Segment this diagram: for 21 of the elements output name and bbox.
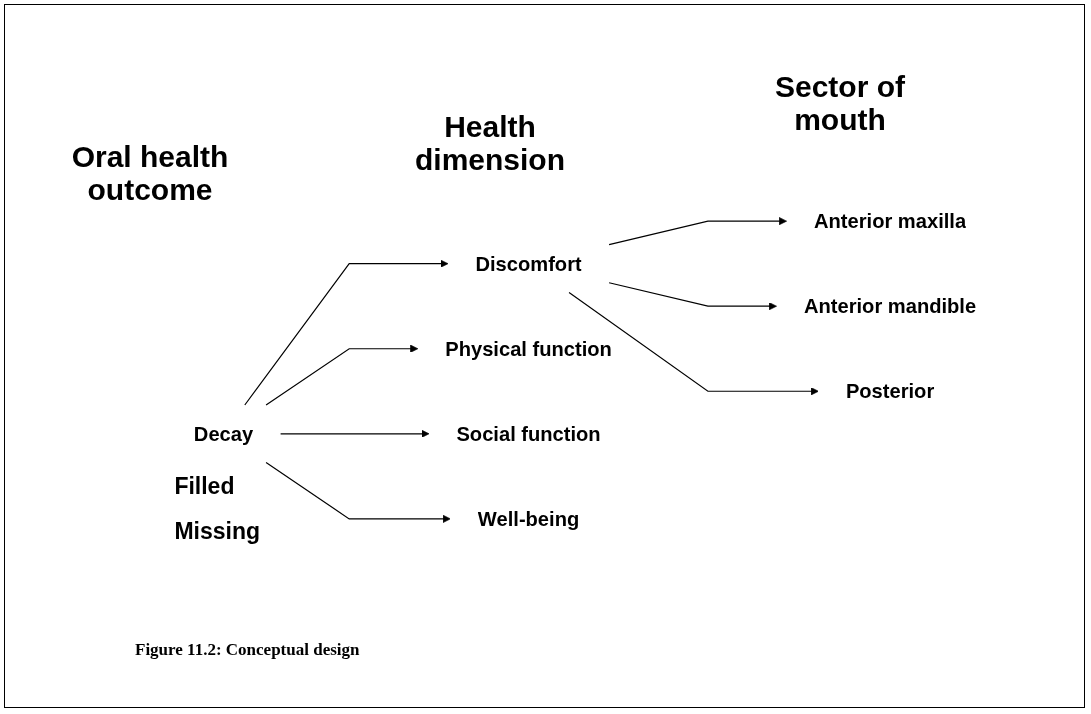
node-text: Posterior xyxy=(845,379,935,403)
arrow xyxy=(608,217,787,246)
figure-caption: Figure 11.2: Conceptual design xyxy=(135,640,360,660)
column-heading: Sector of mouth xyxy=(774,70,906,136)
node-text: Anterior maxilla xyxy=(814,209,967,233)
arrow xyxy=(568,291,819,396)
column-heading: Health dimension xyxy=(414,110,566,176)
node-text: Well-being xyxy=(477,507,580,531)
arrow xyxy=(244,259,449,406)
arrow xyxy=(608,282,777,311)
node-text: Physical function xyxy=(445,337,612,361)
outcome-label: Filled xyxy=(174,472,235,500)
arrow xyxy=(265,344,419,406)
node-text: Decay xyxy=(193,422,254,446)
node-text: Social function xyxy=(456,422,601,446)
arrow xyxy=(265,462,451,523)
node-text: Discomfort xyxy=(475,252,582,276)
column-heading: Oral health outcome xyxy=(70,140,230,206)
node-text: Anterior mandible xyxy=(803,294,977,318)
arrow xyxy=(280,429,430,438)
outcome-label: Missing xyxy=(174,517,260,545)
